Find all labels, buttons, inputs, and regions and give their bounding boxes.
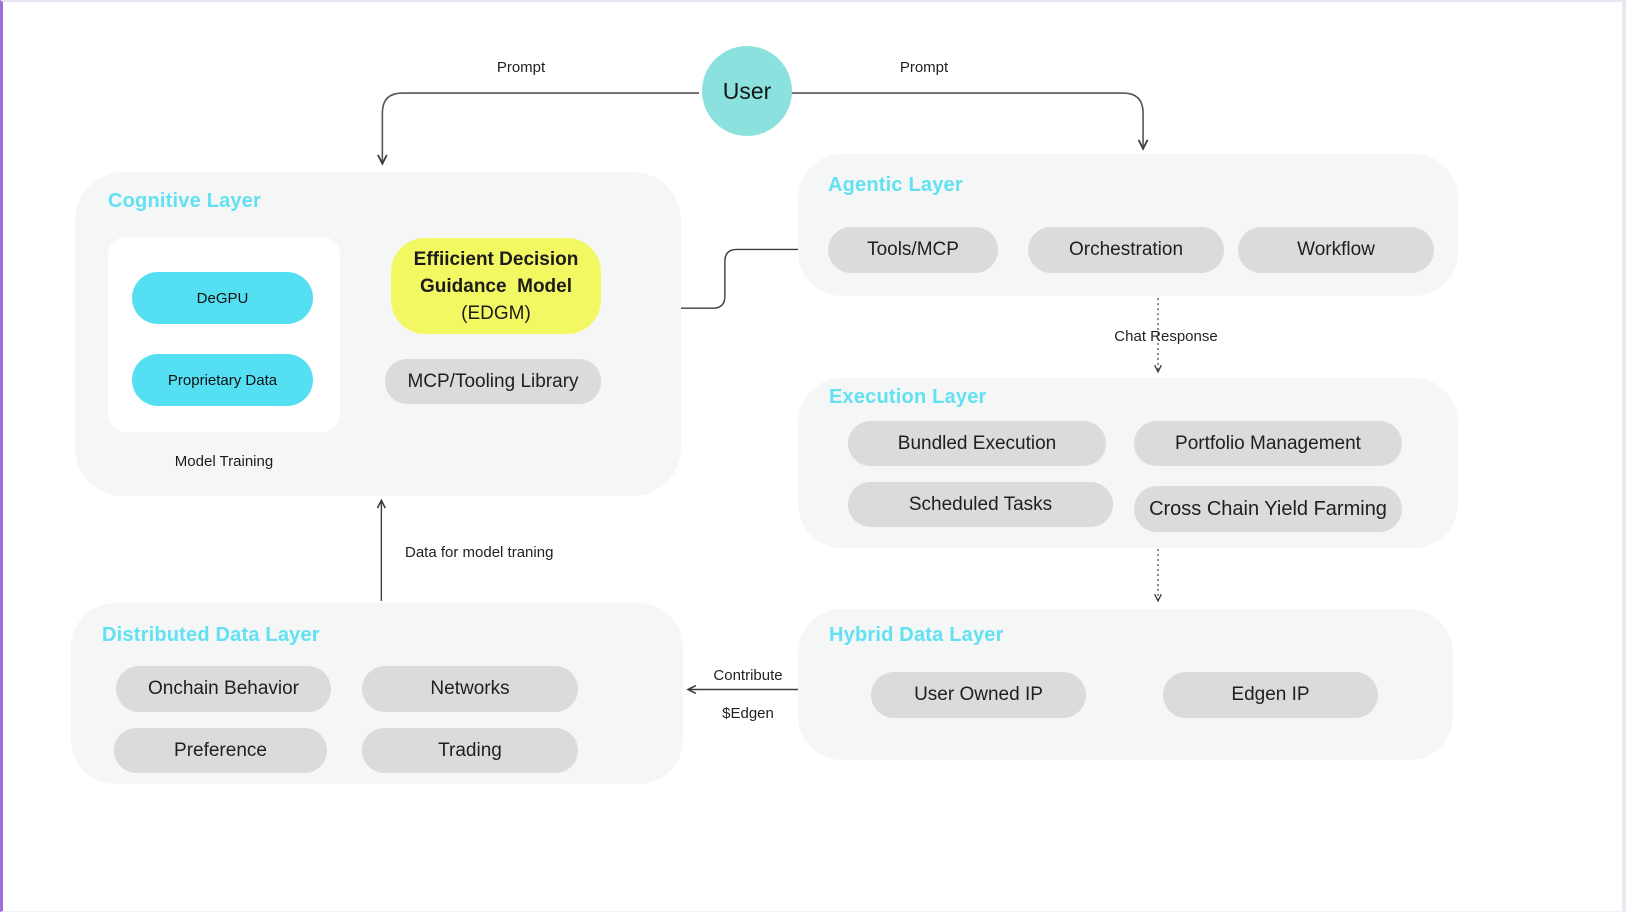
hybrid-data-layer-title: Hybrid Data Layer	[829, 624, 1004, 646]
node-onchain-behavior: Onchain Behavior	[116, 666, 331, 712]
edge-label-edgen-token: $Edgen	[722, 705, 774, 722]
node-edgen-ip: Edgen IP	[1163, 672, 1378, 718]
node-scheduled-tasks: Scheduled Tasks	[848, 482, 1113, 527]
user-node-label: User	[722, 77, 772, 104]
cognitive-layer: Cognitive Layer DeGPU Proprietary Data M…	[75, 172, 681, 496]
node-portfolio-management: Portfolio Management	[1134, 421, 1402, 466]
edgm-line3: (EDGM)	[461, 302, 531, 324]
edgm-line2: Guidance Model	[419, 275, 573, 297]
model-training-caption: Model Training	[174, 453, 274, 470]
node-proprietary-data: Proprietary Data	[132, 354, 313, 406]
model-training-box: DeGPU Proprietary Data	[108, 237, 340, 432]
edge-prompt-left	[382, 92, 699, 164]
node-trading: Trading	[362, 728, 578, 773]
edge-label-prompt-left: Prompt	[496, 59, 546, 76]
edge-label-contribute: Contribute	[713, 667, 783, 684]
node-degpu: DeGPU	[132, 272, 313, 324]
user-node: User	[702, 46, 792, 136]
edgm-line1: Effiicient Decision	[413, 248, 579, 270]
execution-layer: Execution Layer Bundled Execution Portfo…	[798, 378, 1458, 548]
node-preference: Preference	[114, 728, 327, 773]
hybrid-data-layer: Hybrid Data Layer User Owned IP Edgen IP	[798, 609, 1453, 760]
agentic-layer: Agentic Layer Tools/MCP Orchestration Wo…	[798, 154, 1458, 296]
node-orchestration: Orchestration	[1028, 227, 1224, 273]
node-edgm: Effiicient Decision Guidance Model (EDGM…	[391, 238, 601, 334]
edge-label-data-for-training: Data for model traning	[405, 544, 554, 561]
edge-label-chat-response: Chat Response	[1114, 328, 1218, 345]
node-workflow: Workflow	[1238, 227, 1434, 273]
node-bundled-execution: Bundled Execution	[848, 421, 1106, 466]
edge-prompt-right	[788, 92, 1143, 149]
cognitive-layer-title: Cognitive Layer	[108, 190, 262, 212]
node-user-owned-ip: User Owned IP	[871, 672, 1086, 718]
execution-layer-title: Execution Layer	[829, 386, 987, 408]
node-tools-mcp: Tools/MCP	[828, 227, 998, 273]
distributed-data-layer: Distributed Data Layer Onchain Behavior …	[71, 603, 683, 784]
agentic-layer-title: Agentic Layer	[828, 174, 963, 196]
node-mcp-tooling-library: MCP/Tooling Library	[385, 359, 601, 404]
edge-label-prompt-right: Prompt	[899, 59, 949, 76]
node-cross-chain-yield-farming: Cross Chain Yield Farming	[1134, 486, 1402, 532]
distributed-data-layer-title: Distributed Data Layer	[102, 624, 320, 646]
node-networks: Networks	[362, 666, 578, 712]
